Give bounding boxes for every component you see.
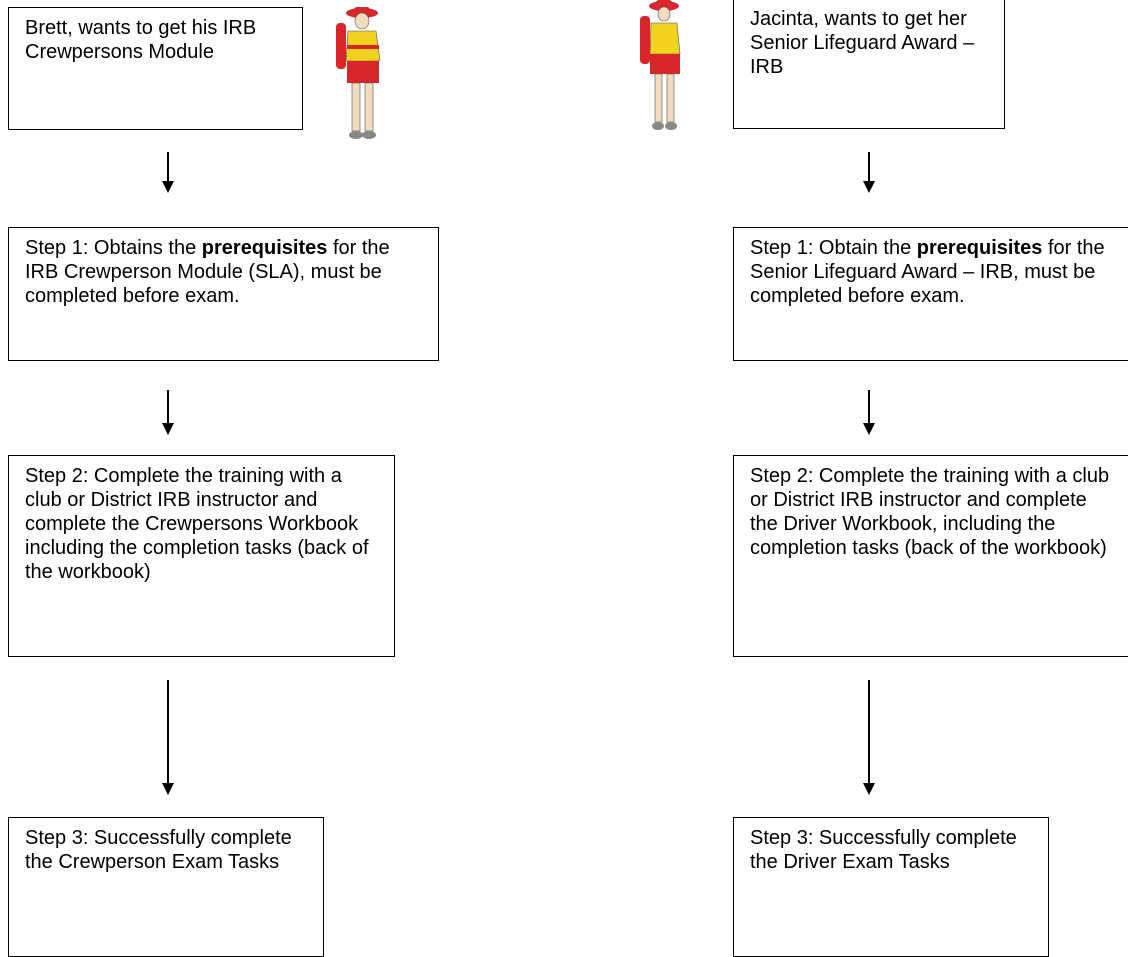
left-step2-text: Step 2: Complete the training with a clu… <box>25 465 369 583</box>
left-step3-text: Step 3: Successfully complete the Crewpe… <box>25 827 292 873</box>
right-step3-text: Step 3: Successfully complete the Driver… <box>750 827 1017 873</box>
right-goal-text: Jacinta, wants to get her Senior Lifegua… <box>750 8 975 78</box>
left-step1-text-bold: prerequisites <box>201 237 328 259</box>
right-arrow-2 <box>863 390 875 435</box>
right-goal-box: Jacinta, wants to get her Senior Lifegua… <box>733 0 1005 129</box>
left-step2-box: Step 2: Complete the training with a clu… <box>8 455 395 657</box>
left-arrow-3 <box>162 680 174 795</box>
right-arrow-1 <box>863 152 875 193</box>
right-step1-box: Step 1: Obtain the prerequisites for the… <box>733 227 1128 361</box>
right-arrow-3 <box>863 680 875 795</box>
lifeguard-female-figure <box>640 0 681 130</box>
right-step2-text: Step 2: Complete the training with a clu… <box>750 465 1110 559</box>
right-step3-box: Step 3: Successfully complete the Driver… <box>733 817 1049 957</box>
left-arrow-1 <box>162 152 174 193</box>
left-arrow-2 <box>162 390 174 435</box>
lifeguard-male-figure <box>336 7 381 139</box>
left-goal-box: Brett, wants to get his IRB Crewpersons … <box>8 7 303 130</box>
left-goal-text: Brett, wants to get his IRB Crewpersons … <box>25 17 257 63</box>
left-step1-text-post: for the IRB Crewperson Module (SLA), mus… <box>25 237 390 307</box>
right-step1-text-post: for the Senior Lifeguard Award – IRB, mu… <box>750 237 1105 307</box>
left-step3-box: Step 3: Successfully complete the Crewpe… <box>8 817 324 957</box>
left-step1-box: Step 1: Obtains the prerequisites for th… <box>8 227 439 361</box>
left-step1-text-pre: Step 1: Obtains the <box>25 237 202 259</box>
right-step1-text-bold: prerequisites <box>916 237 1043 259</box>
right-step2-box: Step 2: Complete the training with a clu… <box>733 455 1128 657</box>
right-step1-text-pre: Step 1: Obtain the <box>750 237 917 259</box>
